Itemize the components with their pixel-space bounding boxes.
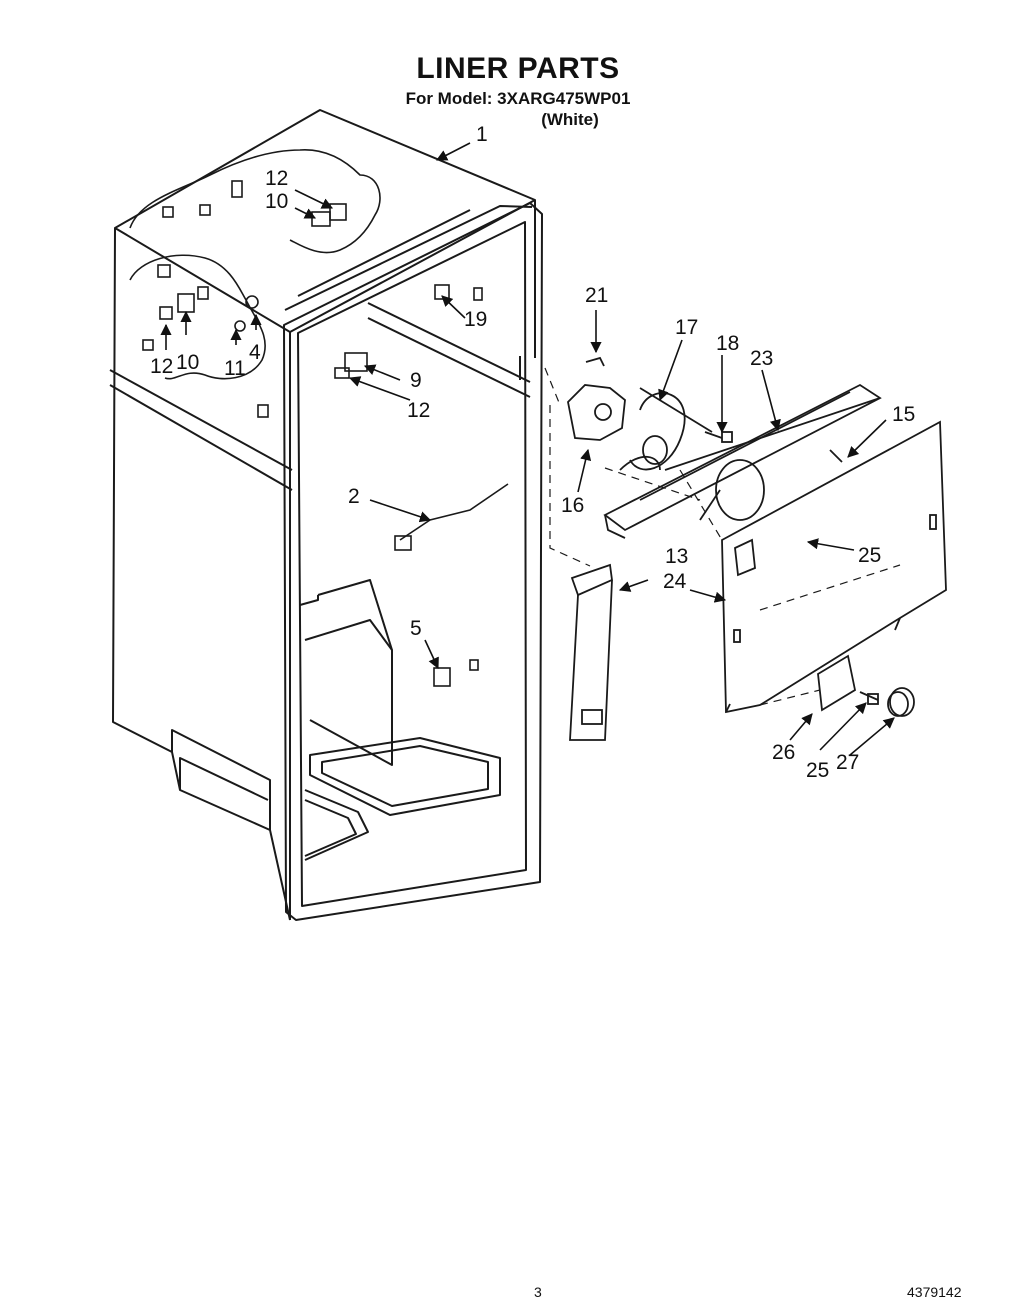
liner-cabinet [109,109,543,921]
callout-23: 23 [750,347,773,370]
callout-12: 12 [150,355,173,378]
callout-11: 11 [224,357,246,380]
callout-19: 19 [464,308,487,331]
phantom-lines [544,367,901,706]
callout-27: 27 [836,751,859,774]
callout-labels: 1 12 10 12 10 11 4 19 9 12 2 5 21 17 18 … [150,123,915,782]
callout-25: 25 [806,759,829,782]
document-number: 4379142 [907,1284,962,1300]
page-title: LINER PARTS [416,52,620,85]
air-grille [603,383,882,539]
callout-12: 12 [407,399,430,422]
callout-16: 16 [561,494,584,517]
callout-5: 5 [410,617,422,640]
callout-1: 1 [476,123,488,146]
callout-17: 17 [675,316,698,339]
callout-15: 15 [892,403,915,426]
channel-part [569,563,613,741]
leader-arrows [160,142,895,756]
page-number: 3 [534,1284,542,1300]
evaporator-fan-assembly [567,356,733,471]
callout-21: 21 [585,284,608,307]
callout-18: 18 [716,332,739,355]
callout-2: 2 [348,485,360,508]
callout-25: 25 [858,544,881,567]
control-knob-assembly [817,654,915,717]
callout-9: 9 [410,369,422,392]
callout-24: 24 [663,570,687,593]
callout-10: 10 [265,190,288,213]
callout-4: 4 [249,341,261,364]
callout-10: 10 [176,351,199,374]
callout-12: 12 [265,167,288,190]
fan-cover-panel [721,420,947,714]
callout-26: 26 [772,741,795,764]
model-color: (White) [541,110,599,129]
model-number: For Model: 3XARG475WP01 [405,89,631,108]
callout-13: 13 [665,545,688,568]
